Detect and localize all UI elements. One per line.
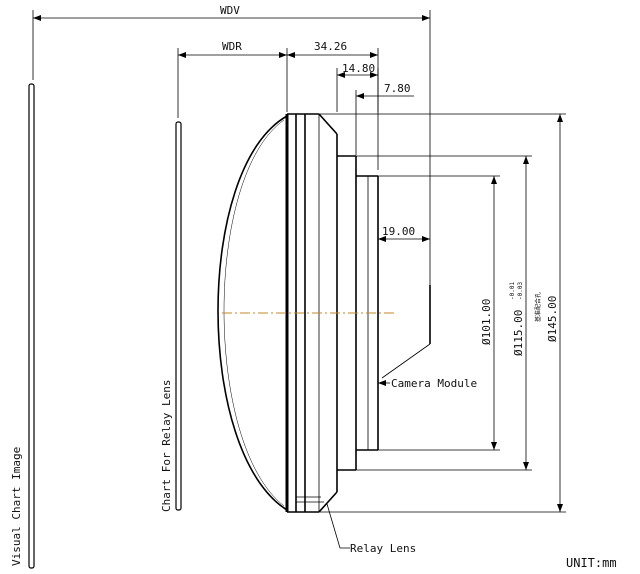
relay-lens-callout: Relay Lens (326, 503, 416, 555)
relay-chart-plate (175, 121, 182, 511)
dia-115-tol-upper: -0.01 (509, 282, 516, 300)
relay-lens-label: Relay Lens (350, 542, 416, 555)
dimension-dia-115: Ø115.00 -0.01 -0.03 基准配合孔 (356, 155, 542, 471)
visual-chart-plate (28, 83, 35, 569)
dimension-34-26: 34.26 (287, 40, 379, 170)
camera-module-callout: Camera Module (378, 377, 477, 390)
dim-7-80-label: 7.80 (384, 82, 411, 95)
dimension-wdr: WDR (177, 40, 288, 118)
wdr-label: WDR (222, 40, 242, 53)
dim-19-00-label: 19.00 (382, 225, 415, 238)
relay-chart-label: Chart For Relay Lens (160, 380, 173, 512)
dia-115-tol-lower: -0.03 (517, 282, 524, 300)
dia-115-note: 基准配合孔 (534, 292, 542, 322)
dimension-14-80: 14.80 (336, 62, 379, 112)
dimension-dia-145: Ø145.00 (305, 113, 566, 513)
dimension-7-80: 7.80 (355, 82, 414, 155)
dim-14-80-label: 14.80 (342, 62, 375, 75)
dim-34-26-label: 34.26 (314, 40, 347, 53)
dimension-19-00: 19.00 (378, 225, 430, 242)
dimension-dia-101: Ø101.00 (378, 175, 500, 451)
unit-label: UNIT:mm (566, 556, 617, 570)
dia-145-label: Ø145.00 (546, 296, 559, 342)
wdv-label: WDV (220, 4, 240, 17)
visual-chart-label: Visual Chart Image (10, 447, 23, 566)
dia-101-label: Ø101.00 (480, 299, 493, 345)
dia-115-label: Ø115.00 (512, 310, 525, 356)
camera-module-label: Camera Module (391, 377, 477, 390)
